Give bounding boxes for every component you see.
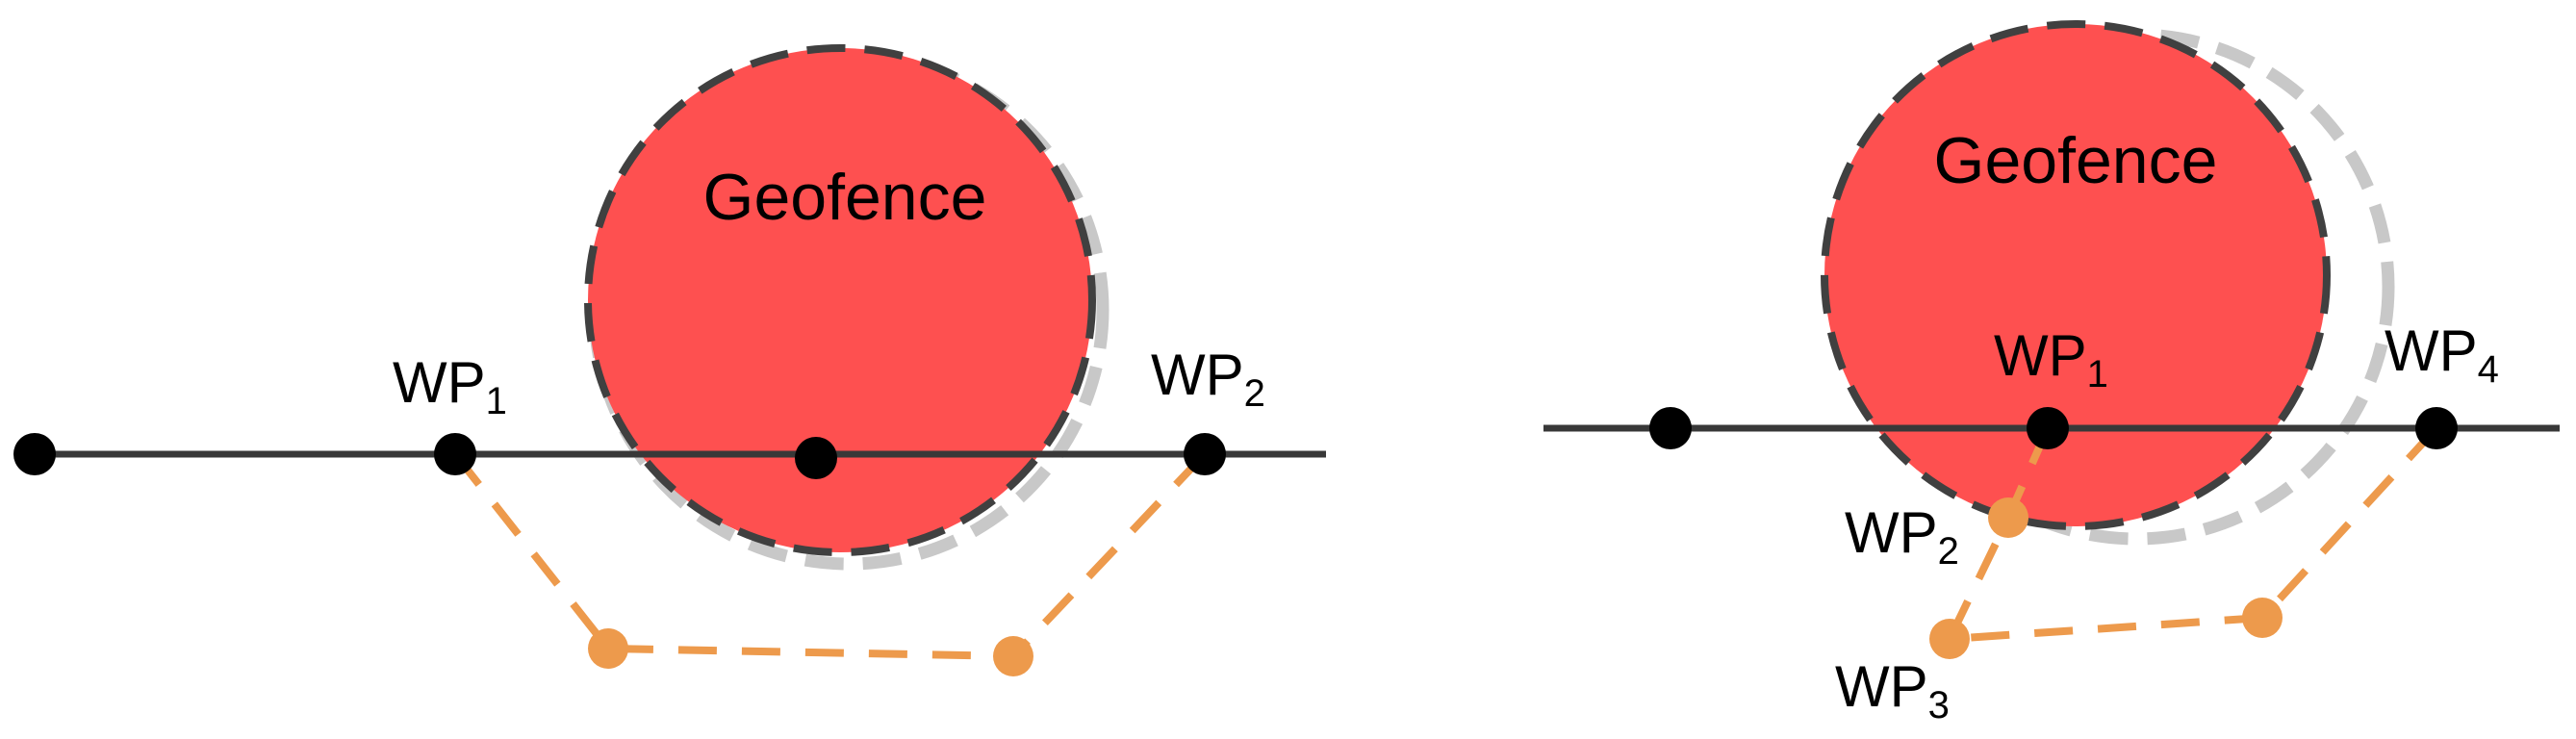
- left-wp2-marker: [1184, 433, 1226, 475]
- right-wp4-sub: 4: [2478, 348, 2499, 391]
- right-wp1-sub: 1: [2087, 353, 2108, 395]
- right-wp4-main: WP: [2385, 319, 2478, 383]
- right-wp3-marker: [1929, 619, 1970, 659]
- right-wp4-marker: [2415, 407, 2458, 449]
- right-detour-path: [1943, 425, 2439, 644]
- left-panel: Geofence WP1 WP2: [13, 44, 1326, 676]
- right-wp2-marker: [1988, 497, 2028, 538]
- right-wp2-main: WP: [1845, 500, 1938, 565]
- left-wp1-sub: 1: [486, 380, 507, 422]
- right-wp1-main: WP: [1994, 323, 2087, 388]
- right-wp1-marker: [2027, 407, 2069, 449]
- right-start-waypoint: [1649, 407, 1692, 449]
- left-start-waypoint: [13, 433, 56, 475]
- left-geofence: [584, 44, 1096, 556]
- left-detour-path: [451, 451, 1208, 661]
- right-wp3-sub: 3: [1928, 684, 1950, 726]
- left-wp1-label: WP1: [393, 350, 507, 422]
- right-panel: Geofence WP1 WP2 WP3 WP4: [1543, 20, 2560, 726]
- left-wp2-main: WP: [1151, 343, 1244, 407]
- left-geofence-label: Geofence: [703, 161, 987, 234]
- left-geofence-shadow: [588, 49, 1109, 571]
- left-detour-point-b: [993, 636, 1033, 676]
- right-wp4-label: WP4: [2385, 319, 2499, 391]
- right-wp2-label: WP2: [1845, 500, 1959, 573]
- right-wp1-label: WP1: [1994, 323, 2108, 395]
- right-wp3-main: WP: [1835, 654, 1928, 719]
- left-wp2-label: WP2: [1151, 343, 1265, 415]
- right-wp3-label: WP3: [1835, 654, 1950, 726]
- left-wp1-marker: [434, 433, 476, 475]
- right-detour-point: [2242, 598, 2283, 638]
- left-center-waypoint: [795, 437, 837, 479]
- left-wp2-sub: 2: [1244, 372, 1265, 415]
- left-wp1-main: WP: [393, 350, 486, 415]
- right-wp2-sub: 2: [1938, 530, 1959, 573]
- right-geofence-label: Geofence: [1934, 124, 2218, 197]
- left-detour-point-a: [588, 628, 628, 669]
- right-geofence: [1821, 20, 2331, 530]
